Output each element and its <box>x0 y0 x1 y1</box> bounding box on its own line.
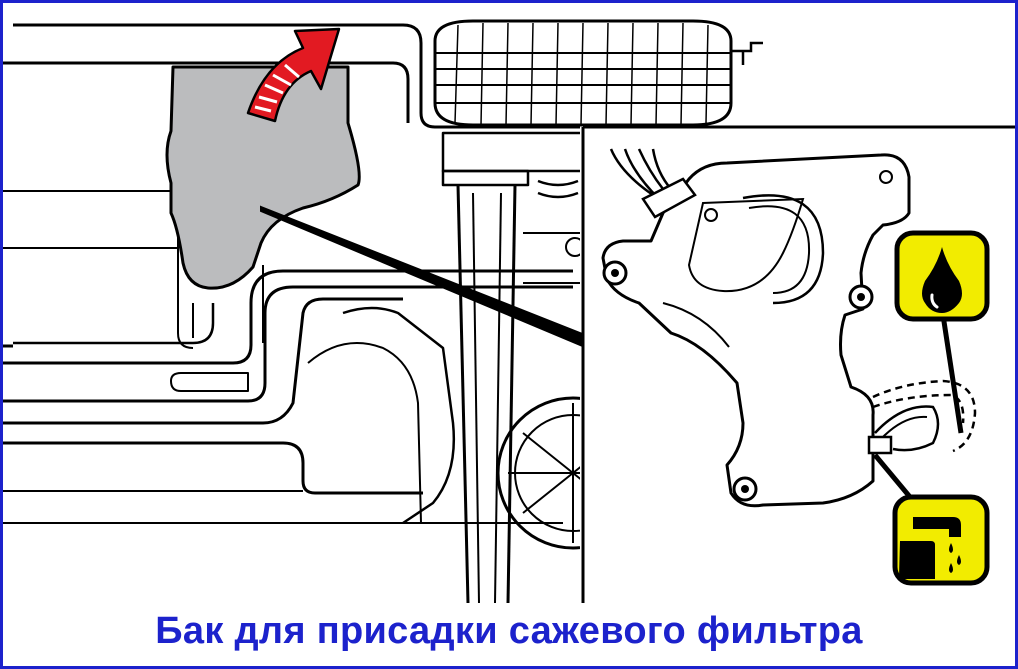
mounting-bolt <box>732 476 758 502</box>
mounting-bolt <box>848 284 874 310</box>
vehicle-underbody-illustration <box>3 19 1015 603</box>
additive-tank-location <box>165 65 361 290</box>
spare-tire <box>433 19 733 127</box>
detail-inset <box>581 125 1015 603</box>
lift-direction-arrow-icon <box>246 27 341 123</box>
additive-tank <box>601 153 911 508</box>
diagram-caption: Бак для присадки сажевого фильтра <box>155 610 863 652</box>
oil-drop-icon <box>894 230 990 322</box>
tire-strap <box>731 41 763 65</box>
callout-pointer <box>260 205 586 349</box>
underbody-structure <box>3 23 580 603</box>
drain-tap-icon <box>892 494 990 586</box>
mounting-bolt <box>602 260 628 286</box>
